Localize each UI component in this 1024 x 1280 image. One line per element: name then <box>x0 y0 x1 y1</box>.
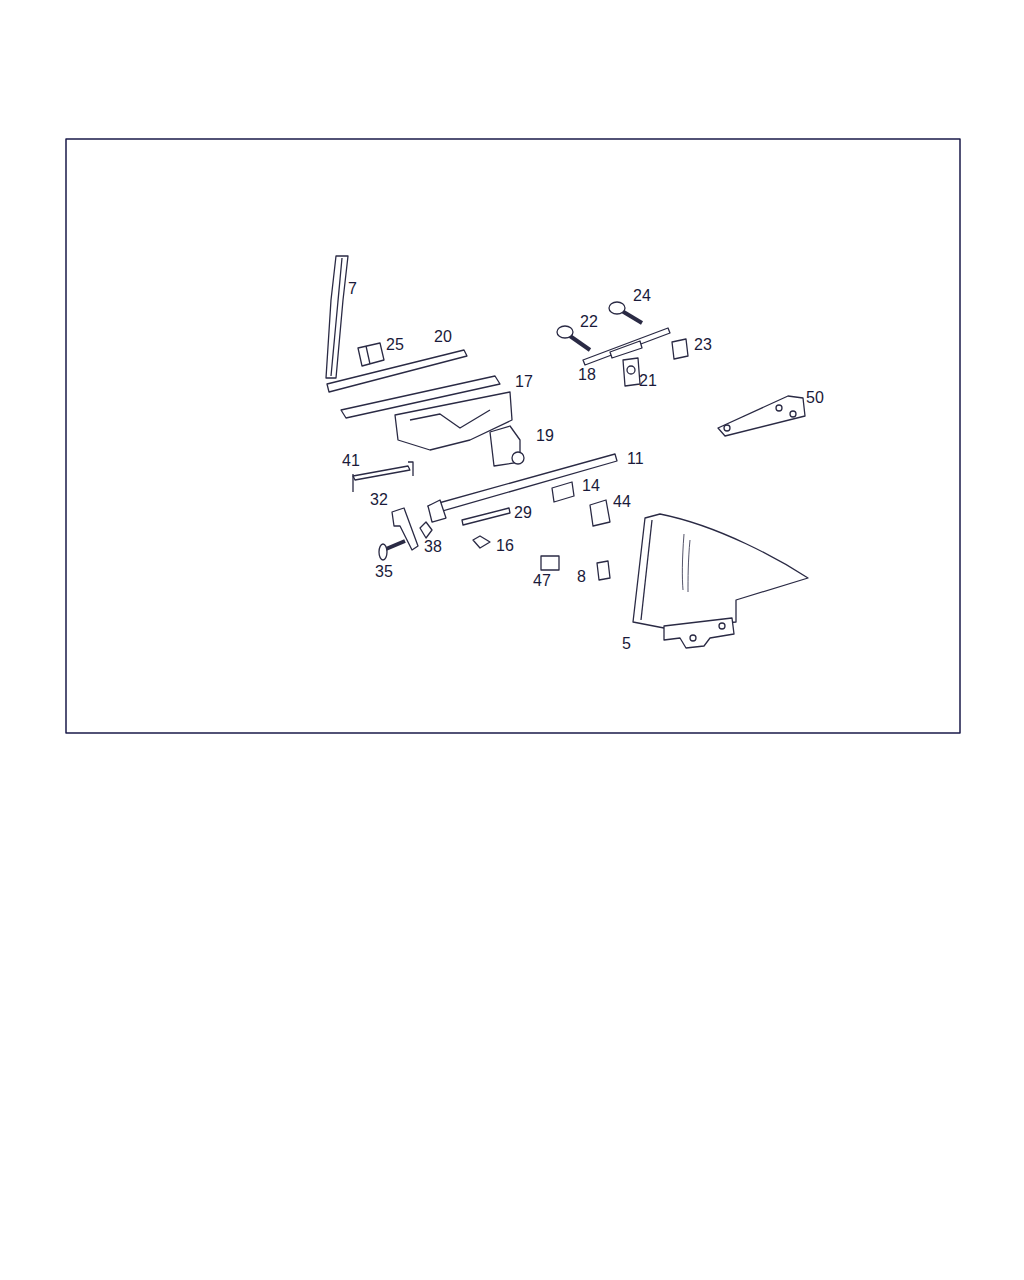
quarter-glass <box>633 514 808 628</box>
callout-number: 17 <box>515 373 533 391</box>
clip <box>420 522 432 538</box>
callout-number: 24 <box>633 287 651 305</box>
callout-number: 35 <box>375 563 393 581</box>
clip <box>590 500 610 526</box>
clip <box>672 339 688 359</box>
stop <box>597 561 610 580</box>
callout-number: 44 <box>613 493 631 511</box>
bolt <box>609 302 642 323</box>
callout-number: 23 <box>694 336 712 354</box>
plate <box>718 396 805 436</box>
callout-number: 25 <box>386 336 404 354</box>
callout-number: 8 <box>577 568 586 586</box>
frame <box>66 139 960 733</box>
clip <box>623 358 640 386</box>
screw <box>379 541 405 560</box>
strip <box>462 508 510 525</box>
callout-number: 16 <box>496 537 514 555</box>
pad <box>541 556 559 570</box>
callout-number: 11 <box>627 450 644 468</box>
glass-bracket <box>664 618 734 648</box>
callout-number: 22 <box>580 313 598 331</box>
callout-number: 18 <box>578 366 596 384</box>
callout-number: 7 <box>348 280 357 298</box>
bracket <box>353 466 410 480</box>
callout-number: 5 <box>622 635 631 653</box>
callout-number: 29 <box>514 504 532 522</box>
callout-number: 50 <box>806 389 824 407</box>
callout-number: 32 <box>370 491 388 509</box>
block <box>358 343 384 366</box>
strip <box>327 350 467 392</box>
callout-number: 41 <box>342 452 360 470</box>
callout-number: 20 <box>434 328 452 346</box>
callout-number: 47 <box>533 572 551 590</box>
callout-number: 19 <box>536 427 554 445</box>
cap <box>473 536 490 548</box>
callout-number: 21 <box>639 372 657 390</box>
seal-strip <box>326 256 348 378</box>
callout-number: 14 <box>582 477 600 495</box>
callout-number: 38 <box>424 538 442 556</box>
block <box>552 482 574 502</box>
